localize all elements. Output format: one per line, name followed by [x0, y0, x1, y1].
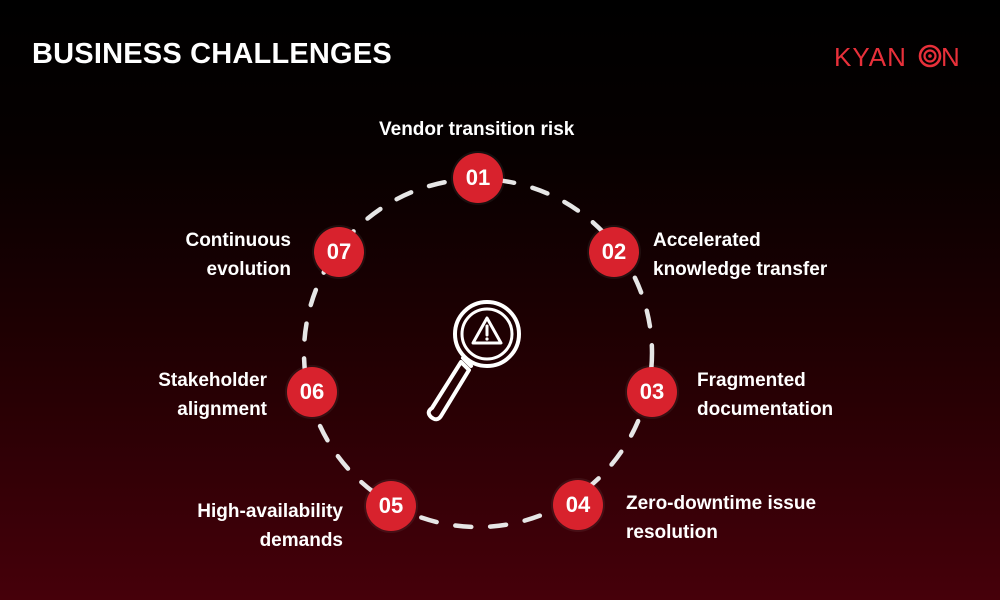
challenge-node-03: 03 — [627, 367, 677, 417]
challenge-node-02: 02 — [589, 227, 639, 277]
challenge-label-04: Zero-downtime issue resolution — [626, 489, 816, 547]
challenge-label-line: Fragmented — [697, 370, 806, 391]
challenge-label-line: demands — [259, 530, 343, 551]
challenge-label-line: alignment — [177, 399, 267, 420]
challenge-label-line: Zero-downtime issue — [626, 493, 817, 514]
challenge-node-05: 05 — [366, 481, 416, 531]
challenge-label-01: Vendor transition risk — [379, 115, 574, 144]
challenge-node-06: 06 — [287, 367, 337, 417]
brand-logo: KYANON KYAN N — [834, 42, 958, 70]
page-title: BUSINESS CHALLENGES — [32, 38, 392, 70]
challenge-label-line: Accelerated — [653, 230, 761, 251]
challenge-label-line: resolution — [626, 522, 718, 543]
challenge-label-07: Continuous evolution — [185, 226, 291, 284]
challenge-label-02: Accelerated knowledge transfer — [653, 226, 827, 284]
challenge-label-05: High-availability demands — [197, 497, 343, 555]
challenge-label-line: Vendor transition risk — [379, 119, 575, 140]
challenge-label-line: High-availability — [197, 501, 343, 522]
challenge-label-06: Stakeholder alignment — [158, 366, 267, 424]
challenge-node-04: 04 — [553, 480, 603, 530]
challenge-node-07: 07 — [314, 227, 364, 277]
kyanon-logo-icon: KYAN N — [834, 42, 958, 70]
svg-text:KYAN: KYAN — [834, 42, 907, 70]
challenge-label-line: documentation — [697, 399, 834, 420]
challenge-label-03: Fragmented documentation — [697, 366, 833, 424]
challenge-label-line: evolution — [206, 259, 291, 280]
challenge-label-line: Stakeholder — [158, 370, 267, 391]
magnifier-warning-icon — [426, 300, 521, 422]
challenge-label-line: knowledge transfer — [653, 259, 828, 280]
challenge-label-line: Continuous — [185, 230, 291, 251]
challenge-node-01: 01 — [453, 153, 503, 203]
svg-text:N: N — [941, 42, 958, 70]
